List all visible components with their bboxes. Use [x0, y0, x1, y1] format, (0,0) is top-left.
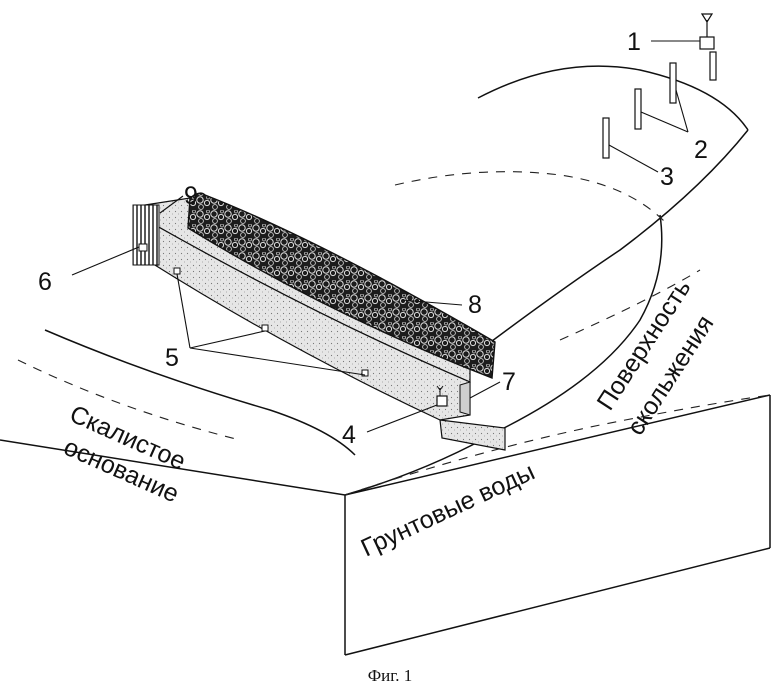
station-box	[700, 37, 714, 49]
callout-9: 9	[184, 182, 198, 210]
hill-ridge	[478, 66, 748, 130]
beam-sensor-2	[262, 325, 268, 331]
callout-7: 7	[502, 368, 516, 396]
callout-8: 8	[468, 291, 482, 319]
leader-4	[367, 405, 437, 432]
bedrock-label: Скалистое основание	[60, 400, 190, 508]
monitoring-unit	[437, 396, 447, 406]
leader-7	[470, 382, 500, 398]
leader-3	[609, 145, 658, 172]
callout-3: 3	[660, 163, 674, 191]
groundwater-label: Грунтовые воды	[357, 458, 539, 563]
station-antenna	[702, 14, 712, 37]
pole-right	[670, 63, 676, 103]
leader-5b	[190, 331, 265, 348]
beam-end-face	[460, 382, 470, 415]
beam-sensor-1	[174, 268, 180, 274]
callout-2: 2	[694, 136, 708, 164]
leader-2b	[676, 90, 688, 132]
leader-2a	[641, 112, 688, 132]
block-bottom-edge	[345, 548, 770, 655]
callout-4: 4	[342, 421, 356, 449]
pole-left	[603, 118, 609, 158]
pole-station	[710, 52, 716, 80]
upper-dashed-curve	[395, 172, 668, 225]
pole-middle	[635, 89, 641, 129]
leader-6	[72, 247, 139, 275]
callout-5: 5	[165, 344, 179, 372]
figure-caption: Фиг. 1	[368, 666, 413, 685]
callout-6: 6	[38, 268, 52, 296]
callout-1: 1	[627, 28, 641, 56]
slip-surface-label: Поверхность скольжения	[592, 275, 720, 441]
end-grating-sensor	[139, 244, 147, 251]
end-grating	[133, 205, 159, 265]
